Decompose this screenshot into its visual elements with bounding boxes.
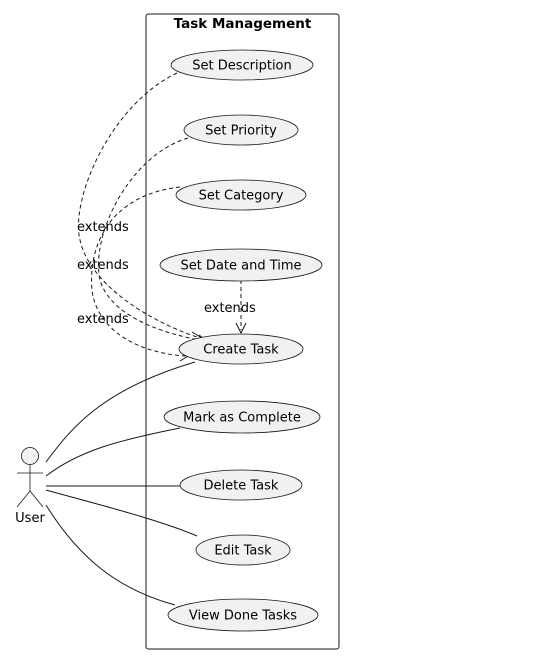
system-boundary: Task Management (145, 13, 340, 650)
boundary-box (145, 13, 340, 650)
extend-line-category (91, 186, 186, 357)
use-case-edit-task[interactable]: Edit Task (195, 534, 291, 566)
use-case-label: Mark as Complete (183, 411, 301, 426)
extend-label-4: extends (204, 301, 256, 316)
use-case-delete-task[interactable]: Delete Task (179, 469, 303, 501)
arrowhead-date-time (235, 322, 247, 335)
use-case-label: View Done Tasks (189, 609, 297, 624)
use-case-set-category[interactable]: Set Category (175, 179, 307, 211)
use-case-set-description[interactable]: Set Description (170, 49, 314, 81)
extend-line-priority (98, 137, 201, 341)
association-lines (45, 361, 198, 606)
use-case-label: Edit Task (214, 544, 272, 559)
extend-label-2: extends (77, 258, 129, 273)
extend-label-1: extends (77, 220, 129, 235)
use-case-view-done[interactable]: View Done Tasks (167, 598, 319, 632)
assoc-edit-task (45, 489, 198, 537)
use-case-create-task[interactable]: Create Task (178, 333, 304, 365)
use-case-set-date-time[interactable]: Set Date and Time (159, 248, 323, 282)
extend-relations: extends extends extends extends (77, 72, 256, 362)
actor-user[interactable]: User (15, 447, 45, 527)
use-case-set-priority[interactable]: Set Priority (183, 114, 299, 146)
use-case-label: Set Description (192, 59, 292, 74)
boundary-title: Task Management (174, 16, 312, 32)
use-case-label: Set Date and Time (180, 259, 301, 274)
actor-head (21, 447, 39, 465)
actor-left-leg (16, 490, 31, 508)
use-case-label: Create Task (203, 343, 279, 358)
actor-right-leg (29, 490, 44, 508)
use-case-mark-complete[interactable]: Mark as Complete (163, 400, 321, 434)
assoc-mark-complete (45, 427, 181, 477)
extend-line-description (78, 72, 201, 339)
extend-label-3: extends (77, 312, 129, 327)
use-case-label: Delete Task (204, 479, 279, 494)
assoc-view-done (45, 504, 176, 606)
actor-label: User (15, 511, 45, 526)
assoc-create-task (45, 361, 196, 463)
use-case-label: Set Priority (205, 124, 277, 139)
use-case-label: Set Category (199, 189, 284, 204)
